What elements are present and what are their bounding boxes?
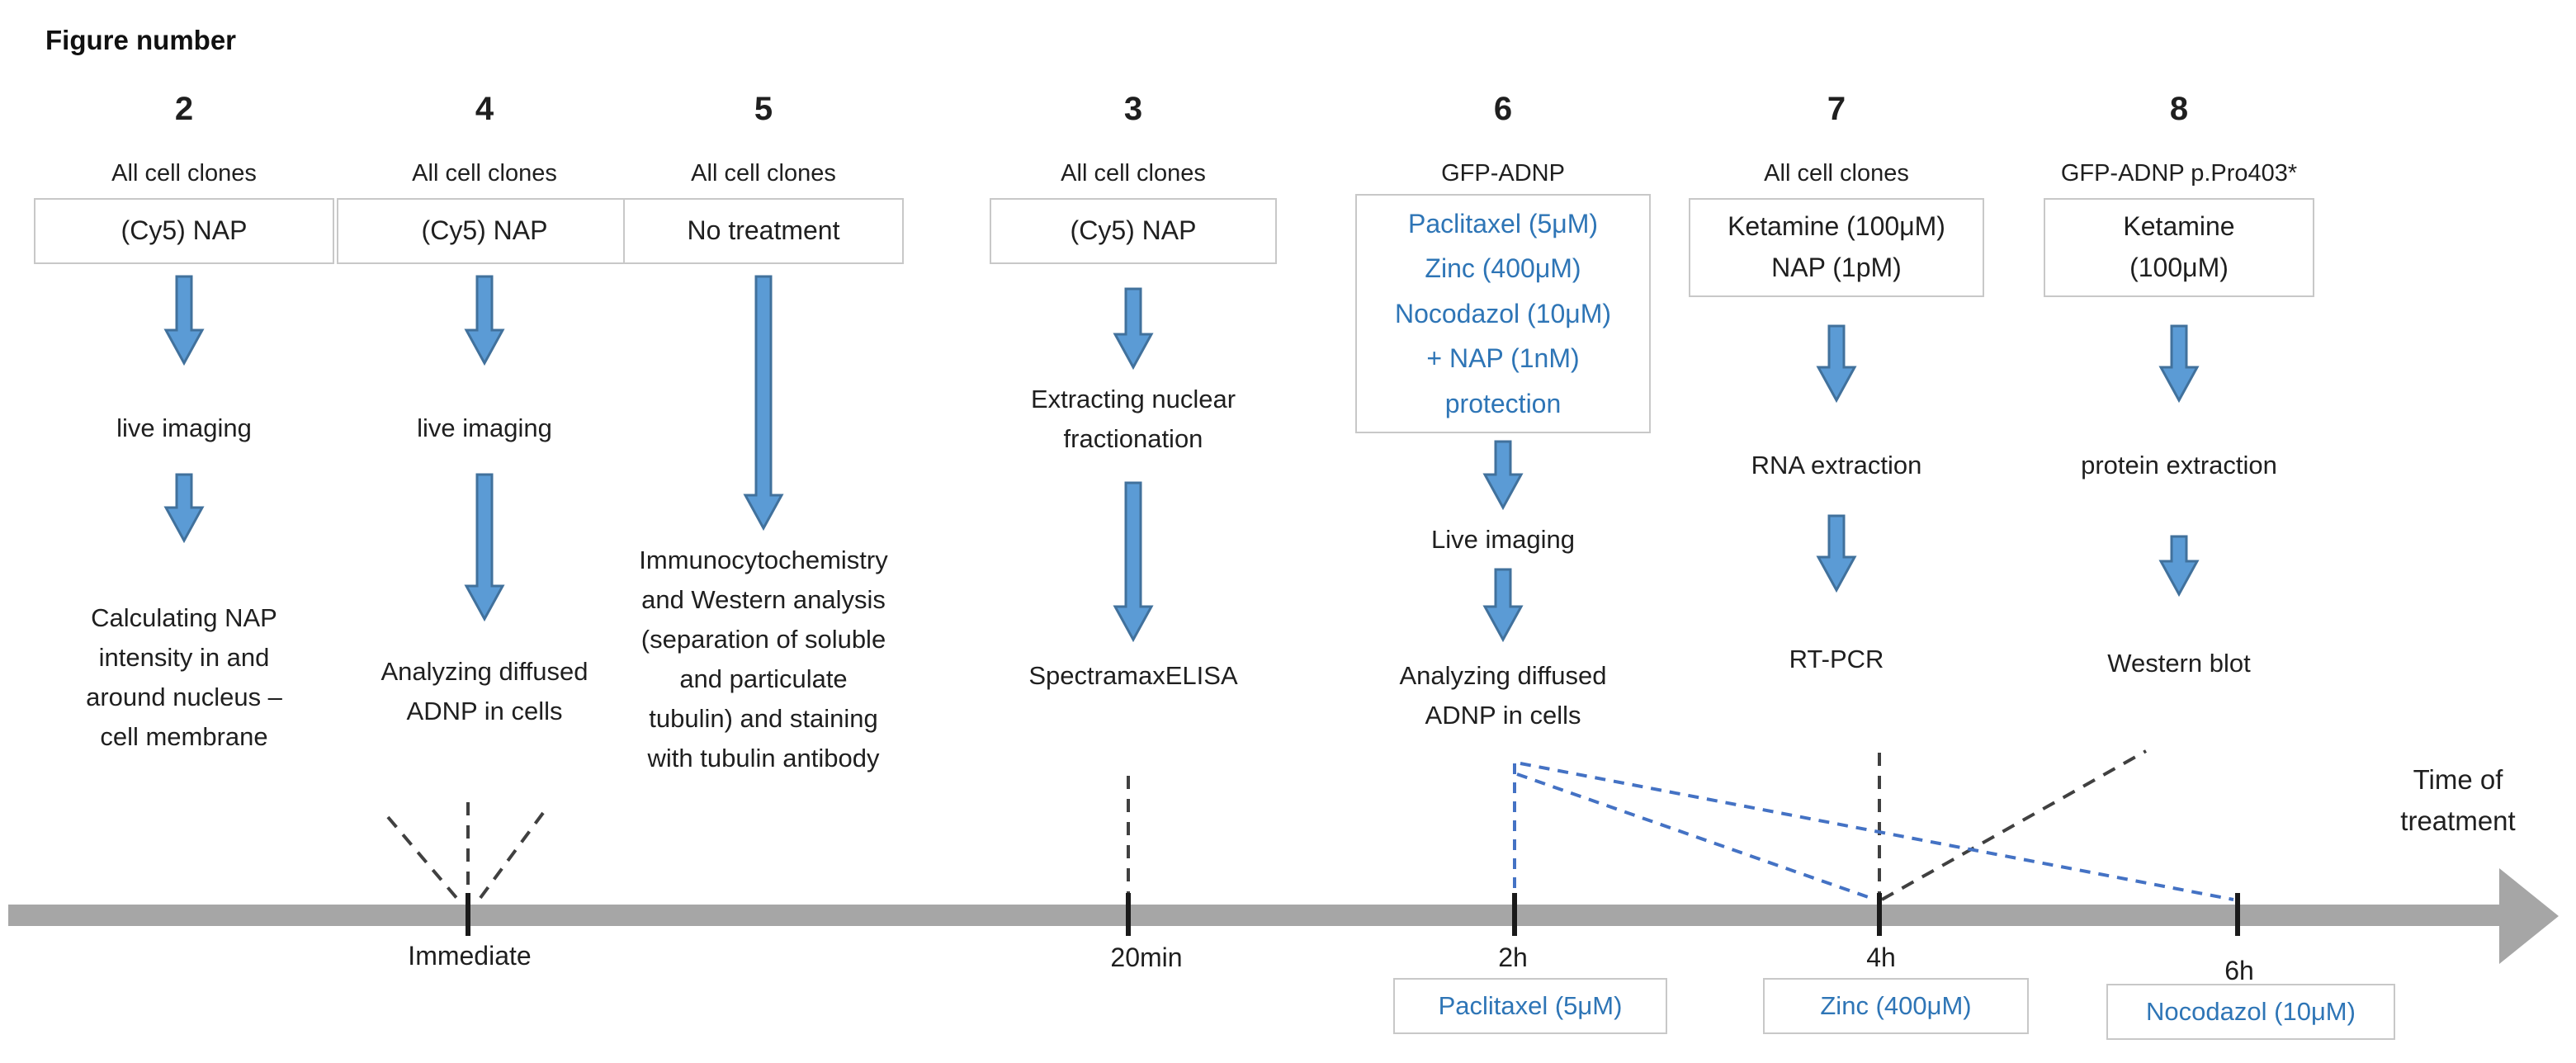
down-arrow-col4-1 (464, 275, 505, 366)
figure-number: 7 (1827, 91, 1846, 127)
tick-4h (1877, 893, 1882, 936)
dashed-line-4h-diagonal (1881, 749, 2147, 901)
down-arrow-col6-2 (1482, 568, 1524, 643)
timeline-treatment-box-zinc: Zinc (400μM) (1763, 978, 2029, 1034)
result-label: Analyzing diffused ADNP in cells (1399, 661, 1607, 730)
timeline-axis-label: Time of treatment (2400, 764, 2516, 836)
black-dashed-connectors (386, 749, 2147, 906)
treatment-box: No treatment (623, 198, 904, 264)
step-label: Live imaging (1430, 525, 1576, 554)
cell-line-label: All cell clones (1061, 160, 1206, 187)
figure-title: Figure number (45, 25, 237, 55)
down-arrow-col3-1 (1113, 287, 1154, 371)
step-label: protein extraction (2081, 451, 2277, 480)
down-arrow-col3-2 (1113, 481, 1154, 643)
treatment-box: (Cy5) NAP (990, 198, 1277, 264)
timeline-arrowhead (2499, 868, 2559, 964)
cell-line-label: All cell clones (1764, 160, 1909, 187)
down-arrow-col7-2 (1816, 514, 1857, 593)
cell-line-label: GFP-ADNP (1441, 160, 1565, 187)
timeline-axis (8, 868, 2559, 964)
figure-number: 2 (174, 91, 194, 127)
time-label-20min: 20min (1110, 943, 1183, 972)
time-label-4h: 4h (1866, 943, 1896, 972)
timeline-treatment-box-nocodazol: Nocodazol (10μM) (2106, 984, 2395, 1040)
down-arrow-col2-2 (163, 473, 205, 544)
tick-2h (1512, 893, 1517, 936)
column-figure-7: 7 All cell clones Ketamine (100μM) NAP (… (1655, 91, 2018, 801)
cell-line-label: GFP-ADNP p.Pro403* (2060, 160, 2298, 187)
figure-number: 6 (1493, 91, 1513, 127)
figure-number: 8 (2169, 91, 2189, 127)
cell-line-label: All cell clones (111, 160, 257, 187)
figure-number: 3 (1123, 91, 1143, 127)
blue-dashed-connectors (1513, 762, 2234, 903)
column-figure-4: 4 All cell clones (Cy5) NAP live imaging… (303, 91, 666, 801)
result-label: Immunocytochemistry and Western analysis… (639, 546, 888, 773)
time-label-immediate: Immediate (408, 941, 532, 971)
down-arrow-col5-1 (743, 275, 784, 532)
timeline-bar (8, 905, 2499, 926)
column-figure-5: 5 All cell clones No treatment Immunocyt… (582, 91, 945, 801)
dashed-line-2h-to-6h (1520, 762, 2234, 901)
figure-number: 4 (475, 91, 494, 127)
step-label: live imaging (417, 413, 552, 442)
down-arrow-col8-1 (2158, 324, 2200, 404)
down-arrow-col6-1 (1482, 440, 1524, 511)
column-figure-8: 8 GFP-ADNP p.Pro403* Ketamine (100μM) pr… (1997, 91, 2361, 801)
step-label: live imaging (116, 413, 252, 442)
tick-20min (1126, 893, 1131, 936)
time-label-6h: 6h (2224, 956, 2254, 985)
dashed-line-immediate-left (386, 815, 464, 906)
dashed-line-immediate-right (474, 811, 545, 906)
down-arrow-col8-2 (2158, 535, 2200, 598)
treatment-box: Ketamine (100μM) NAP (1pM) (1689, 198, 1984, 297)
cell-line-label: All cell clones (412, 160, 557, 187)
column-figure-3: 3 All cell clones (Cy5) NAP Extracting n… (952, 91, 1315, 801)
column-figure-6: 6 GFP-ADNP Paclitaxel (5μM) Zinc (400μM)… (1321, 91, 1685, 801)
down-arrow-col2-1 (163, 275, 205, 366)
down-arrow-col7-1 (1816, 324, 1857, 404)
result-label: SpectramaxELISA (1028, 661, 1238, 690)
treatment-box: Paclitaxel (5μM) Zinc (400μM) Nocodazol … (1355, 194, 1651, 433)
column-figure-2: 2 All cell clones (Cy5) NAP live imaging… (2, 91, 366, 801)
tick-6h (2235, 893, 2240, 936)
dashed-line-2h-to-4h (1516, 772, 1876, 901)
result-label: Analyzing diffused ADNP in cells (380, 657, 588, 726)
treatment-box: (Cy5) NAP (34, 198, 334, 264)
result-label: RT-PCR (1789, 645, 1884, 673)
step-label: Extracting nuclear fractionation (1030, 385, 1236, 454)
result-label: Western blot (2107, 649, 2251, 678)
treatment-box: Ketamine (100μM) (2044, 198, 2314, 297)
figure-number: 5 (754, 91, 773, 127)
step-label: RNA extraction (1751, 451, 1922, 480)
treatment-box: (Cy5) NAP (337, 198, 632, 264)
result-label: Calculating NAP intensity in and around … (86, 603, 282, 752)
time-label-2h: 2h (1498, 943, 1528, 972)
tick-immediate (466, 893, 470, 936)
cell-line-label: All cell clones (691, 160, 836, 187)
down-arrow-col4-2 (464, 473, 505, 622)
timeline-treatment-box-paclitaxel: Paclitaxel (5μM) (1393, 978, 1667, 1034)
down-arrows (163, 275, 2200, 643)
